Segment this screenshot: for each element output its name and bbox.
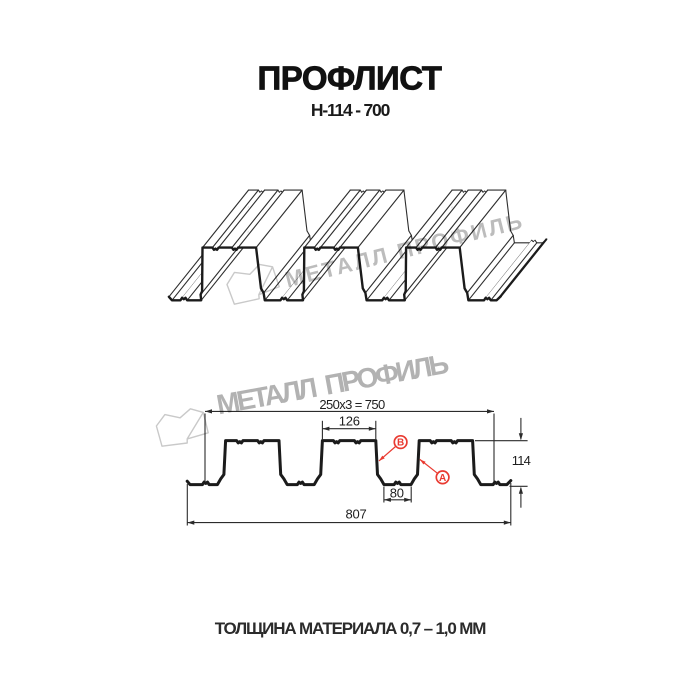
svg-text:80: 80 <box>390 486 404 501</box>
svg-text:В: В <box>397 438 404 449</box>
svg-text:Н-114 - 700: Н-114 - 700 <box>311 100 391 120</box>
svg-text:ТОЛЩИНА МАТЕРИАЛА 0,7 – 1,0 ММ: ТОЛЩИНА МАТЕРИАЛА 0,7 – 1,0 ММ <box>215 619 486 638</box>
svg-text:250x3 = 750: 250x3 = 750 <box>319 397 385 412</box>
svg-text:807: 807 <box>345 507 366 522</box>
svg-text:А: А <box>439 473 446 484</box>
svg-text:ПРОФЛИСТ: ПРОФЛИСТ <box>258 60 442 97</box>
svg-text:114: 114 <box>512 453 531 468</box>
svg-text:126: 126 <box>339 414 360 429</box>
